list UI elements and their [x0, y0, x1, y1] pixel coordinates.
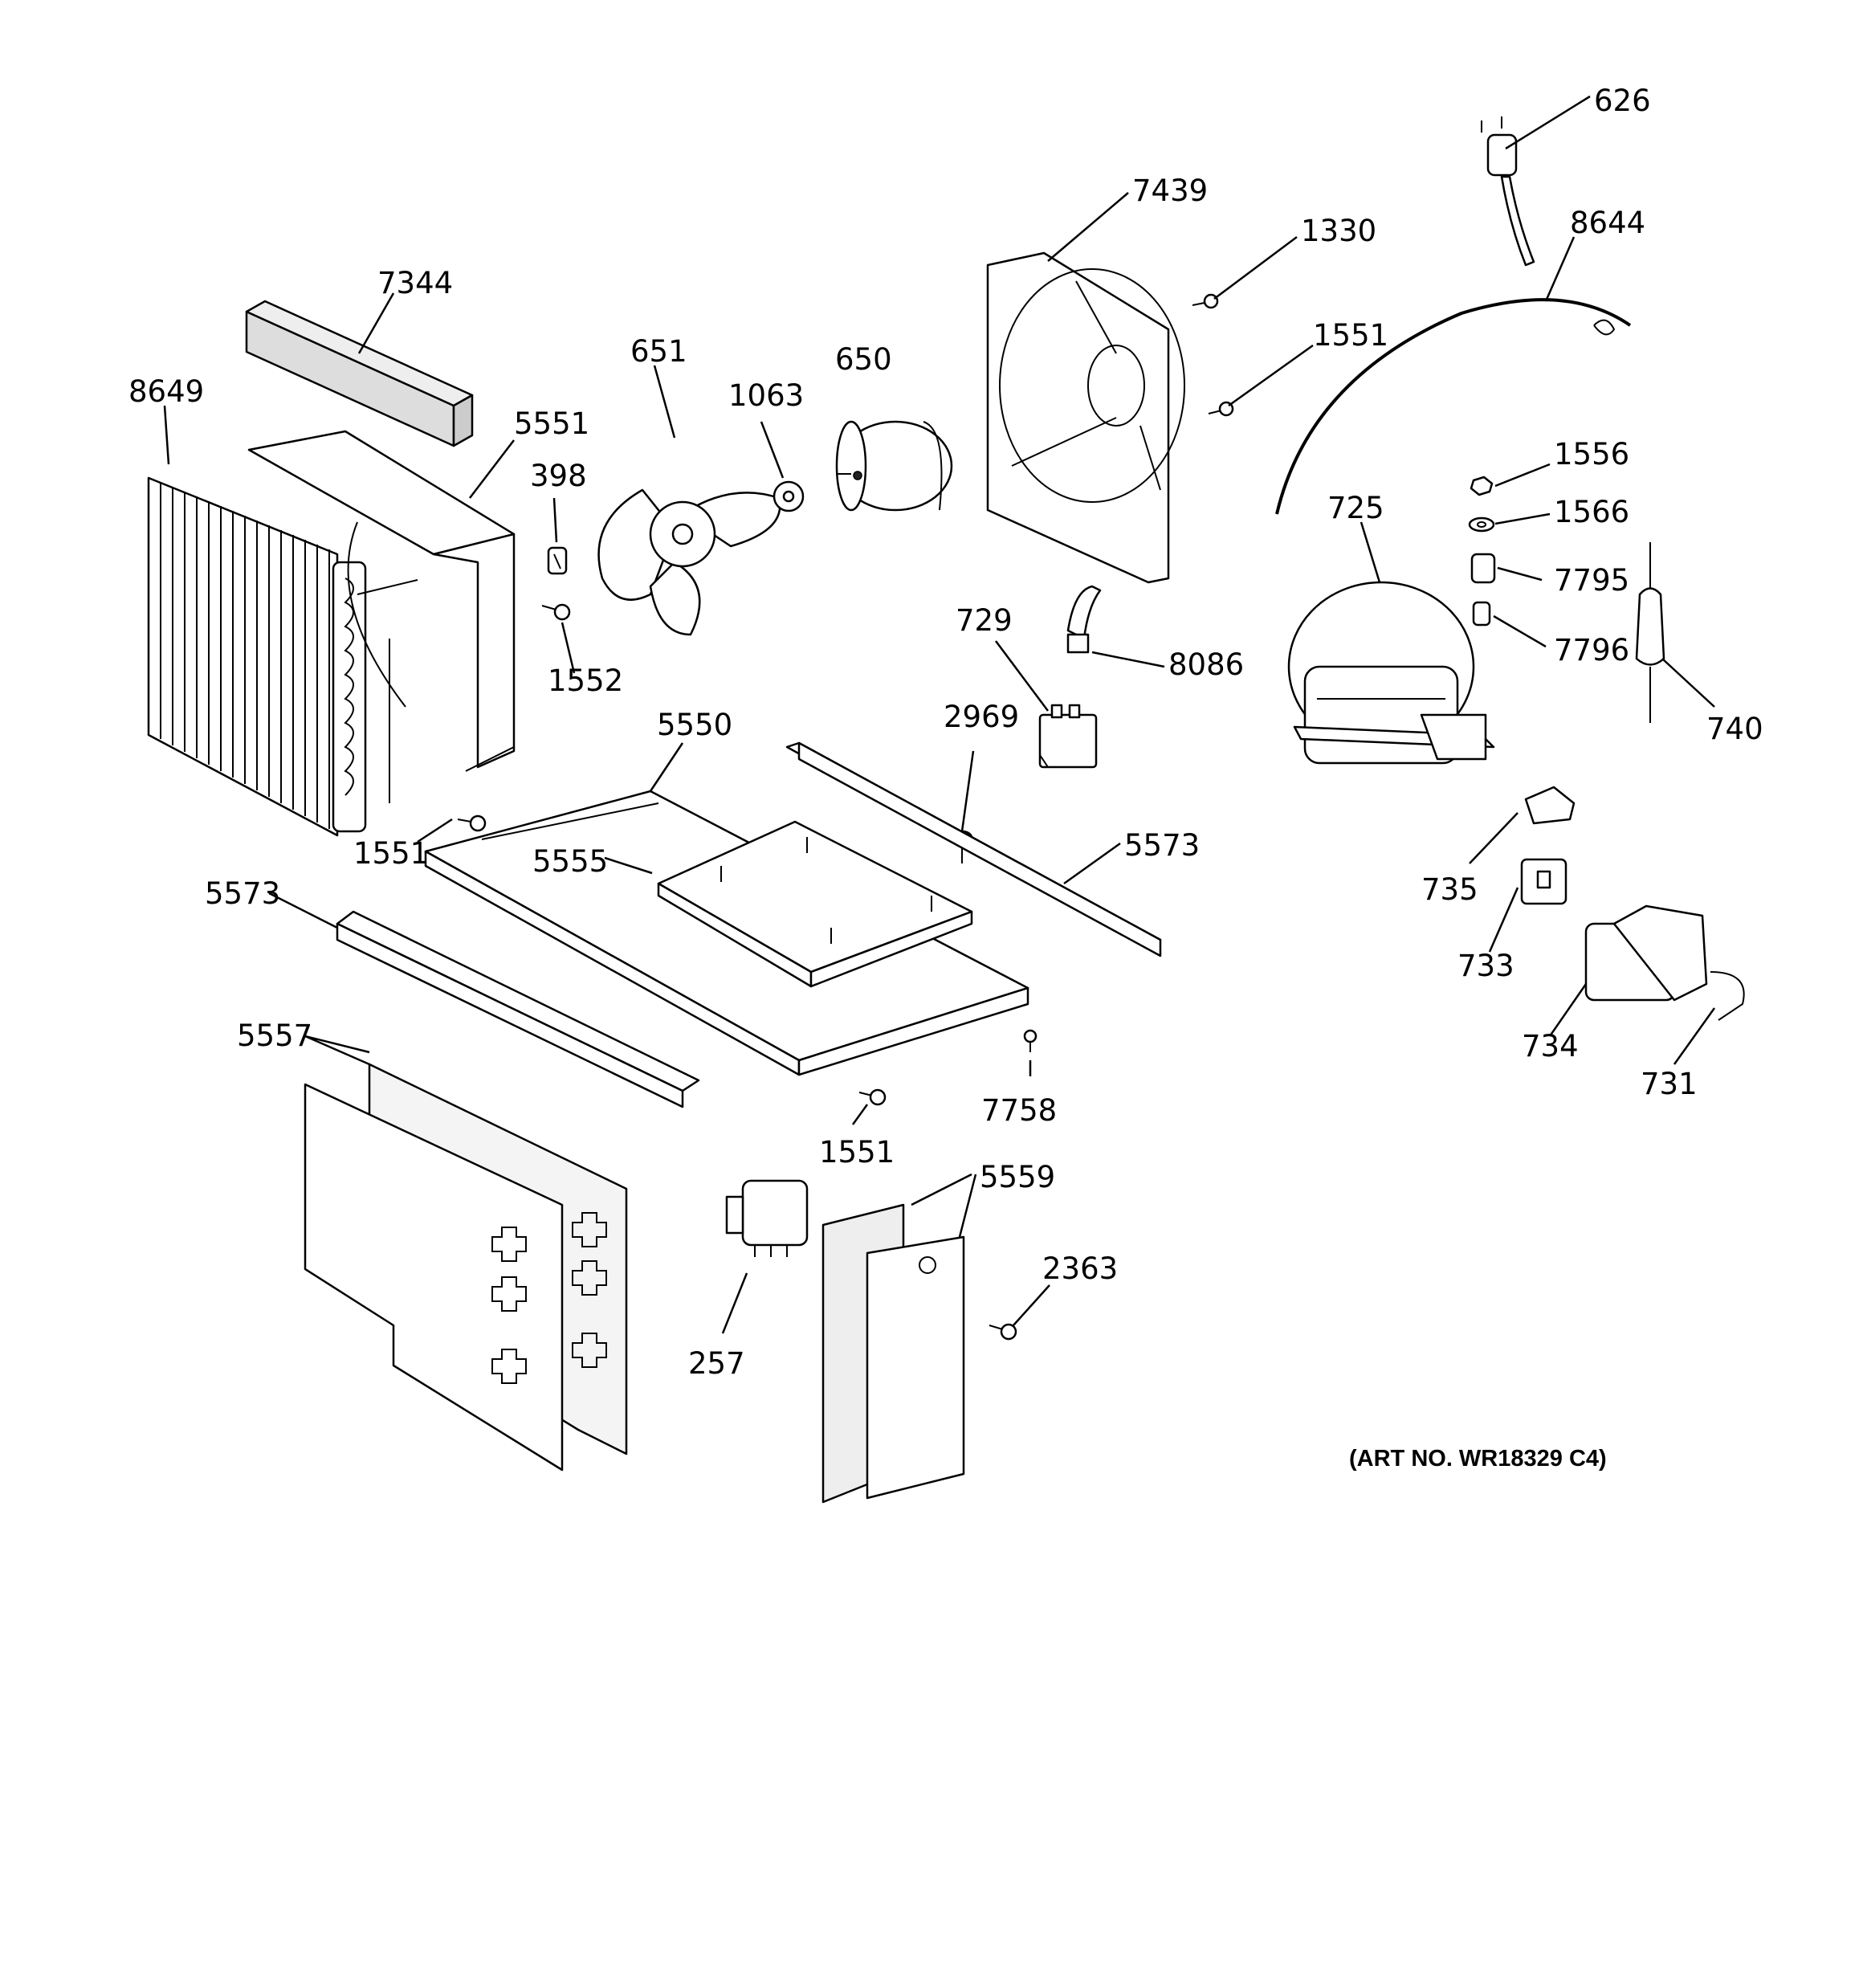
callout-5555: 5555 — [532, 844, 608, 879]
condenser-coil-8649 — [147, 476, 418, 837]
callout-8644: 8644 — [1570, 206, 1645, 240]
callout-1551-upper: 1551 — [1313, 318, 1388, 353]
drain-pan-5555 — [657, 820, 973, 988]
screw-1551-lower — [858, 1088, 887, 1106]
callout-2969: 2969 — [944, 700, 1019, 734]
callout-733: 733 — [1457, 949, 1514, 983]
callout-734: 734 — [1522, 1029, 1579, 1063]
mount-hardware — [1468, 476, 1496, 627]
callout-1551-lower: 1551 — [819, 1135, 895, 1170]
drier-740 — [1635, 542, 1665, 723]
callout-8649: 8649 — [128, 374, 204, 409]
compressor-725 — [1287, 581, 1495, 765]
screw-1330 — [1192, 293, 1219, 309]
callout-5551: 5551 — [514, 406, 589, 441]
rail-5573-right — [785, 741, 1162, 957]
plug-626 — [1481, 116, 1535, 267]
callout-7344: 7344 — [377, 266, 453, 300]
callout-257: 257 — [688, 1346, 745, 1381]
clip-398 — [547, 546, 568, 575]
callout-labels: 626 7439 1330 8644 7344 651 650 1063 155… — [128, 84, 1763, 1472]
defrost-timer-257 — [725, 1179, 809, 1257]
callout-1566: 1566 — [1554, 495, 1629, 529]
screw-7758 — [1023, 1029, 1037, 1052]
callout-2363: 2363 — [1042, 1251, 1118, 1286]
callout-1552: 1552 — [548, 663, 623, 698]
callout-731: 731 — [1641, 1067, 1698, 1101]
harness-8086 — [1066, 585, 1102, 654]
callout-5573-left: 5573 — [205, 876, 280, 911]
screw-2363 — [989, 1323, 1017, 1341]
callout-725: 725 — [1327, 491, 1384, 525]
callout-1556: 1556 — [1554, 437, 1629, 471]
callout-650: 650 — [835, 342, 892, 377]
leader-lines — [163, 95, 1716, 1334]
callout-5557: 5557 — [237, 1018, 312, 1053]
retainer-1063 — [773, 480, 805, 512]
callout-651: 651 — [630, 334, 687, 369]
callout-398: 398 — [530, 459, 587, 493]
callout-729: 729 — [956, 603, 1013, 638]
callout-7795: 7795 — [1554, 563, 1629, 598]
callout-1330: 1330 — [1301, 214, 1376, 248]
callout-735: 735 — [1421, 872, 1478, 907]
callout-5550: 5550 — [657, 708, 732, 742]
callout-1551-left: 1551 — [353, 836, 429, 871]
shroud-5551 — [247, 430, 516, 772]
art-number: (ART NO. WR18329 C4) — [1349, 1446, 1607, 1472]
tube-8644 — [1275, 298, 1632, 515]
callout-5559: 5559 — [980, 1160, 1055, 1194]
fan-bracket-7439 — [986, 251, 1185, 584]
fan-blade-651 — [597, 488, 781, 636]
screw-1551-left — [457, 814, 487, 832]
rail-5573-left — [336, 910, 700, 1108]
panels-5559 — [821, 1203, 965, 1504]
callout-7758: 7758 — [981, 1093, 1057, 1128]
screw-1552 — [541, 603, 571, 621]
callout-8086: 8086 — [1168, 647, 1244, 682]
electrical-components — [1520, 786, 1745, 1021]
callout-5573-right: 5573 — [1124, 828, 1200, 863]
callout-740: 740 — [1706, 712, 1763, 746]
callout-7796: 7796 — [1554, 633, 1629, 667]
access-panels-5557 — [304, 1063, 628, 1472]
relay-729 — [1038, 704, 1098, 769]
callout-1063: 1063 — [728, 378, 804, 413]
callout-7439: 7439 — [1132, 173, 1208, 208]
foam-strip-7344 — [245, 300, 474, 447]
fan-motor-650 — [835, 420, 953, 512]
callout-626: 626 — [1594, 84, 1651, 118]
